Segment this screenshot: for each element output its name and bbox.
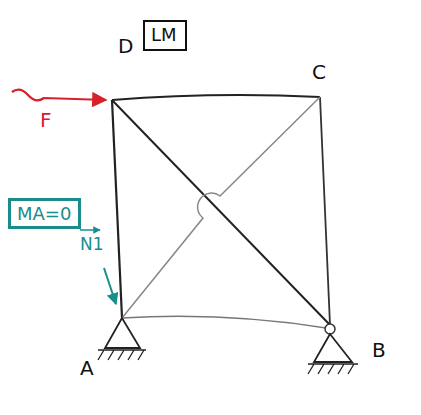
box-text: LM: [151, 24, 179, 45]
top-member: [112, 95, 320, 100]
point-label: D: [118, 34, 133, 58]
pin-support: [314, 334, 352, 362]
force-label: N1: [80, 234, 104, 254]
force-arrow: [12, 90, 106, 101]
left-member: [112, 100, 122, 318]
reaction-arrow: [104, 268, 116, 304]
diagonal-member: [122, 97, 320, 318]
ground-hatch: [308, 364, 358, 374]
point-label: A: [80, 356, 94, 380]
force-label: F: [40, 108, 52, 132]
pin-support: [105, 318, 140, 348]
hinge: [325, 324, 335, 334]
ground-hatch: [98, 350, 146, 360]
vector-mark: [80, 229, 100, 231]
bottom-member: [122, 316, 326, 328]
box-text: MA=0: [17, 203, 72, 224]
diagonal-member: [112, 100, 330, 325]
boxed-note: LM: [143, 20, 187, 51]
equation-box: MA=0: [8, 198, 81, 229]
point-label: B: [372, 338, 386, 362]
right-member: [320, 97, 330, 325]
point-label: C: [312, 60, 326, 84]
